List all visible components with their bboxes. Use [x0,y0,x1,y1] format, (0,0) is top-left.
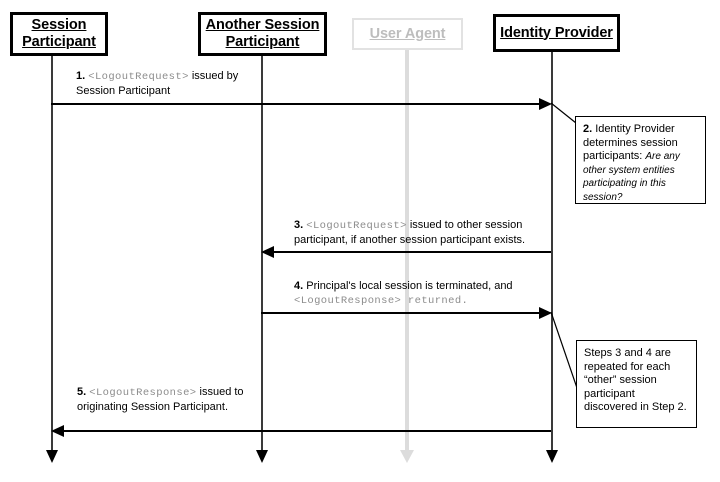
message-number-5: 5. [77,386,87,398]
message-code-5: <LogoutResponse> [89,387,197,399]
actor-label-user-agent: User Agent [369,25,446,42]
actor-box-identity-provider[interactable]: Identity Provider [493,14,620,52]
message-text-3: issued to other session [406,219,523,231]
note-italic-step-2: Are any other system entities participat… [583,151,680,203]
note-connector-step-2 [550,102,577,124]
note-normal-step-2: Identity Provider determines session par… [583,123,678,162]
message-number-3: 3. [294,219,304,231]
message-text-1-line2: Session Participant [76,84,171,97]
message-caption-1: 1. <LogoutRequest> issued by Session Par… [76,70,376,98]
message-code-3: <LogoutRequest> [306,220,407,232]
actor-label-identity-provider: Identity Provider [500,24,613,41]
message-number-1: 1. [76,70,86,82]
message-number-4: 4. [294,280,304,292]
note-number-step-2: 2. [583,123,593,135]
lifeline-arrowhead-session-participant [46,450,58,463]
message-line-3 [273,251,551,253]
message-caption-3: 3. <LogoutRequest> issued to other sessi… [294,219,564,247]
message-line-4 [261,312,540,314]
message-caption-5: 5. <LogoutResponse> issued to originatin… [77,386,377,414]
lifeline-session-participant [51,56,53,450]
message-text-1: issued by [188,70,239,82]
message-code-4: <LogoutResponse> returned. [294,294,469,307]
note-box-step-2[interactable]: 2. Identity Provider determines session … [575,116,706,204]
message-arrowhead-3 [261,246,274,258]
actor-box-user-agent[interactable]: User Agent [352,18,463,50]
lifeline-arrowhead-identity-provider [546,450,558,463]
message-arrowhead-1 [539,98,552,110]
note-normal-repeat: Steps 3 and 4 are repeated for each “oth… [584,347,687,413]
message-line-5 [63,430,551,432]
message-arrowhead-4 [539,307,552,319]
lifeline-identity-provider [551,52,553,450]
note-text-step-2: 2. Identity Provider determines session … [583,123,698,204]
message-code-1: <LogoutRequest> [88,71,189,83]
note-connector-repeat [550,311,578,389]
message-caption-4: 4. Principal's local session is terminat… [294,280,564,308]
message-text-3-line2: participant, if another session particip… [294,233,526,246]
lifeline-arrowhead-user-agent [400,450,414,463]
message-line-1 [51,103,540,105]
message-text-5: issued to [196,386,244,398]
message-text-4: Principal's local session is terminated,… [303,280,513,292]
note-box-repeat[interactable]: Steps 3 and 4 are repeated for each “oth… [576,340,697,428]
lifeline-arrowhead-another-session-participant [256,450,268,463]
message-text-5-line2: originating Session Participant. [77,400,229,413]
note-text-repeat: Steps 3 and 4 are repeated for each “oth… [584,347,689,415]
lifeline-user-agent [405,50,409,450]
message-arrowhead-5 [51,425,64,437]
